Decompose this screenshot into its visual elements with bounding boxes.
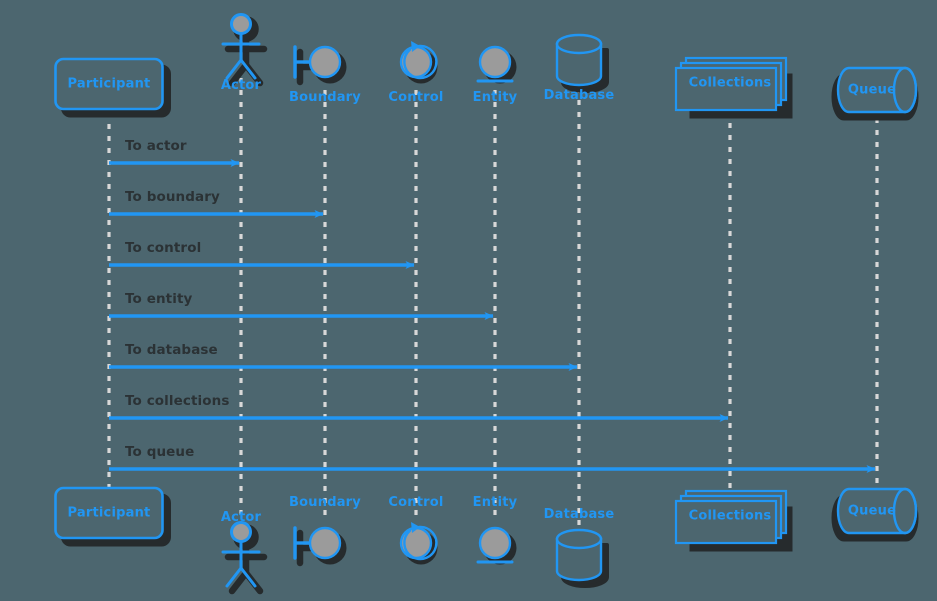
lifelines-group xyxy=(107,78,879,532)
right-cap xyxy=(892,66,918,114)
arc xyxy=(403,525,438,561)
participant-shapes-group xyxy=(54,13,919,595)
outline xyxy=(54,486,164,540)
leg-l xyxy=(225,566,243,588)
layer-0 xyxy=(674,66,778,112)
body xyxy=(555,42,603,87)
control-icon-control-bottom[interactable] xyxy=(399,522,438,565)
messages-group xyxy=(109,159,876,473)
layer-0 xyxy=(674,499,778,545)
top-cap xyxy=(555,528,603,550)
leg-r xyxy=(239,58,257,80)
circle xyxy=(308,526,342,560)
top-cap xyxy=(555,33,603,55)
outline xyxy=(54,57,164,111)
circle xyxy=(308,45,342,79)
participant-box-icon-participant-top[interactable] xyxy=(54,57,171,118)
entity-icon-entity-top[interactable] xyxy=(476,45,517,84)
body xyxy=(836,66,918,114)
actor-stick-figure-icon-actor-top[interactable] xyxy=(221,13,268,87)
arrow-tip xyxy=(411,41,420,52)
leg-l xyxy=(228,569,250,595)
queue-cylinder-icon-queue-top[interactable] xyxy=(831,66,919,121)
leg-r xyxy=(239,566,257,588)
body xyxy=(836,487,918,535)
head xyxy=(230,521,252,543)
leg-l xyxy=(228,61,250,87)
right-cap xyxy=(892,487,918,535)
circle xyxy=(478,526,512,560)
leg-l xyxy=(225,58,243,80)
control-icon-control-top[interactable] xyxy=(399,41,438,84)
entity-icon-entity-bottom[interactable] xyxy=(476,526,517,565)
body xyxy=(555,537,603,582)
participant-box-icon-participant-bottom[interactable] xyxy=(54,486,171,547)
arrow-tip xyxy=(411,522,420,533)
head xyxy=(230,13,252,35)
database-cylinder-icon-database-bottom[interactable] xyxy=(555,528,609,588)
circle xyxy=(478,45,512,79)
arc xyxy=(403,44,438,80)
collections-stack-icon-collections-bottom[interactable] xyxy=(674,489,793,552)
boundary-icon-boundary-bottom[interactable] xyxy=(293,526,347,567)
strokes xyxy=(221,13,261,80)
collections-stack-icon-collections-top[interactable] xyxy=(674,56,793,119)
boundary-icon-boundary-top[interactable] xyxy=(293,45,347,86)
database-cylinder-icon-database-top[interactable] xyxy=(555,33,609,93)
strokes xyxy=(221,521,261,588)
actor-stick-figure-icon-actor-bottom[interactable] xyxy=(221,521,268,595)
queue-cylinder-icon-queue-bottom[interactable] xyxy=(831,487,919,542)
